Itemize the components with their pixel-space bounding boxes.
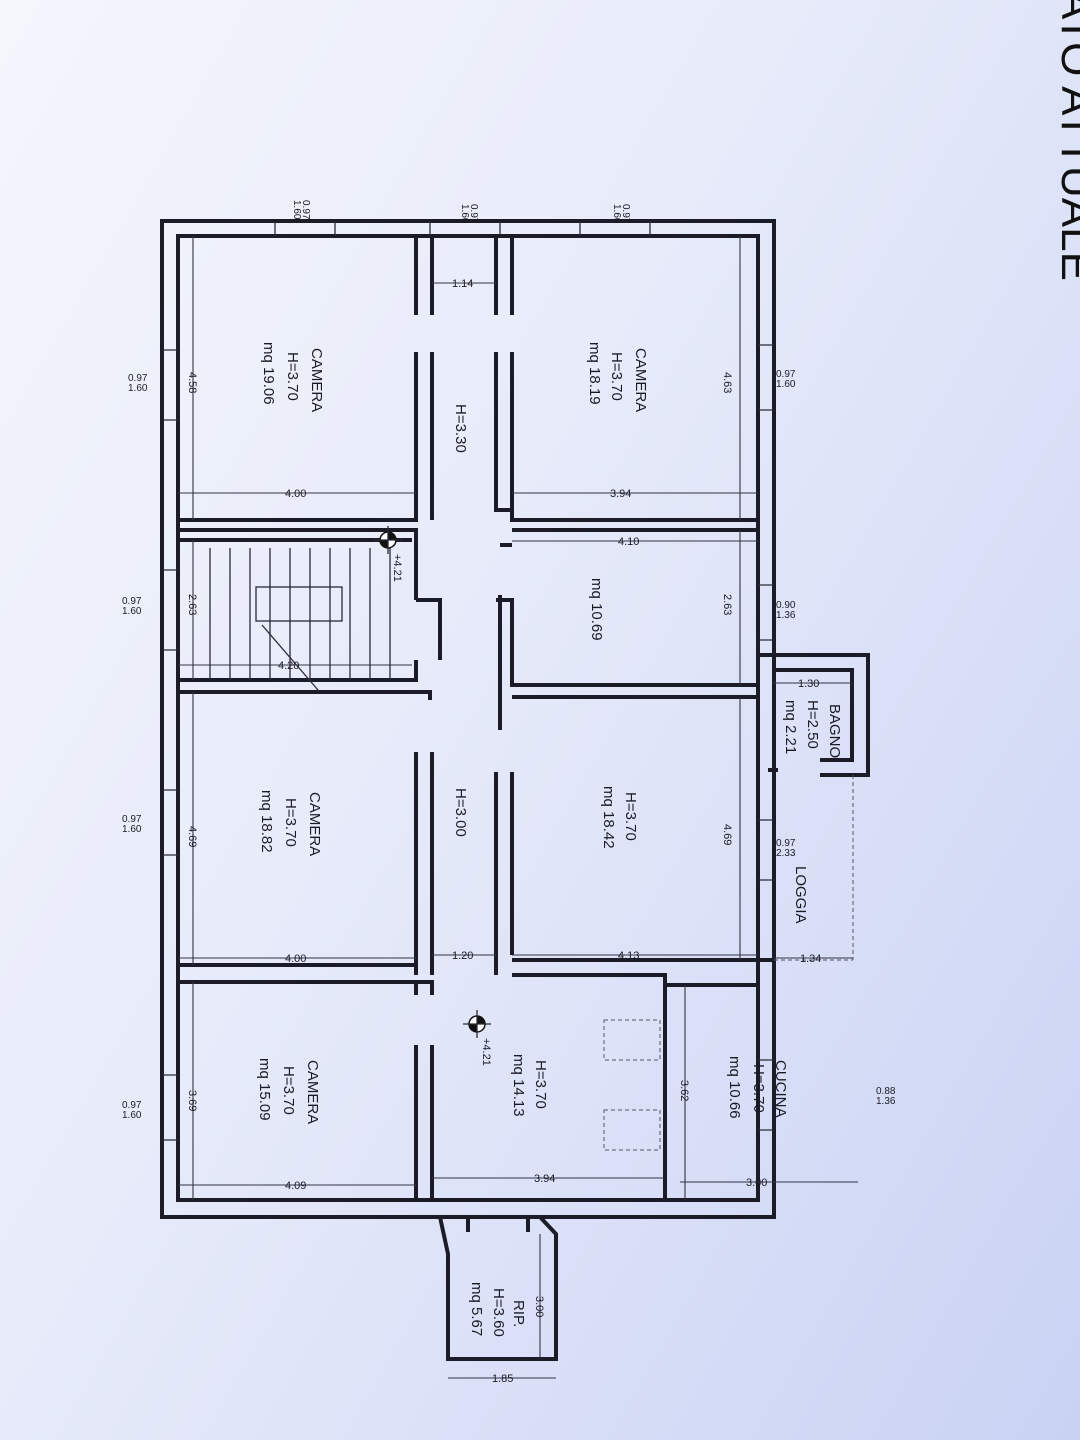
dimension-label: 1.20 bbox=[452, 950, 473, 962]
room-label: 3.00 RIP. H=3.60 mq 5.67 bbox=[468, 1282, 545, 1337]
window-width: 0.97 bbox=[776, 838, 796, 849]
dimension-label: 1.34 bbox=[800, 953, 821, 965]
level-mark: +4.21 bbox=[480, 1038, 492, 1066]
room-area: mq 18.19 bbox=[586, 342, 603, 405]
room-name: CAMERA bbox=[632, 348, 649, 412]
window-height: 1.60 bbox=[122, 1110, 142, 1121]
room-area: mq 18.82 bbox=[258, 790, 275, 853]
room-label: H=3.70 mq 14.13 bbox=[510, 1054, 549, 1117]
room-area: mq 18.42 bbox=[600, 786, 617, 849]
dimension-label: 4.10 bbox=[618, 536, 639, 548]
room-label: CAMERA H=3.70 mq 18.19 bbox=[586, 342, 649, 412]
room-height: H=2.50 bbox=[804, 700, 821, 749]
room-name: LOGGIA bbox=[792, 866, 809, 924]
room-height: H=3.70 bbox=[750, 1064, 767, 1113]
room-depth: 3.00 bbox=[533, 1296, 545, 1317]
dimension-label: 4.20 bbox=[278, 660, 299, 672]
window-width: 0.88 bbox=[876, 1086, 896, 1097]
dimension-label: 2.63 bbox=[186, 594, 198, 615]
window-labels: 0.97 1.60 0.97 1.60 0.97 1.60 0.97 1.60 … bbox=[122, 200, 896, 1121]
room-label: CAMERA H=3.70 mq 15.09 bbox=[256, 1058, 321, 1124]
dimension-lines bbox=[178, 236, 858, 1379]
window-width: 0.97 bbox=[122, 596, 142, 607]
dimension-label: 4.69 bbox=[721, 824, 733, 845]
room-area: mq 15.09 bbox=[256, 1058, 273, 1121]
window-height: 1.60 bbox=[459, 204, 470, 224]
window-width: 0.97 bbox=[122, 814, 142, 825]
room-label: H=3.70 mq 18.42 bbox=[600, 786, 639, 849]
corridor-height: H=3.00 bbox=[452, 788, 469, 837]
window-height: 1.60 bbox=[128, 383, 148, 394]
window-width: 0.97 bbox=[122, 1100, 142, 1111]
window-width: 0.97 bbox=[776, 369, 796, 380]
room-label: BAGNO H=2.50 mq 2.21 bbox=[782, 700, 843, 758]
room-height: H=3.70 bbox=[622, 792, 639, 841]
window-height: 1.36 bbox=[876, 1096, 896, 1107]
window-height: 1.60 bbox=[776, 379, 796, 390]
room-area: mq 19.06 bbox=[260, 342, 277, 405]
dimension-label: 1.85 bbox=[492, 1373, 513, 1385]
dimension-label: 4.00 bbox=[285, 953, 306, 965]
window-width: 0.90 bbox=[776, 600, 796, 611]
dimension-label: 4.00 bbox=[285, 488, 306, 500]
window-width: 0.97 bbox=[128, 373, 148, 384]
room-name: CAMERA bbox=[306, 792, 323, 856]
dimension-label: 3.94 bbox=[534, 1173, 555, 1185]
level-marker bbox=[463, 1010, 491, 1038]
dimension-label: 3.62 bbox=[678, 1080, 690, 1101]
room-height: H=3.70 bbox=[532, 1060, 549, 1109]
window-openings bbox=[162, 221, 774, 1141]
level-marker bbox=[374, 526, 402, 554]
room-name: CAMERA bbox=[308, 348, 325, 412]
dimension-label: 4.58 bbox=[186, 372, 198, 393]
room-label: mq 10.69 bbox=[588, 578, 605, 641]
plan-title: ATO ATTUALE bbox=[1052, 0, 1080, 281]
dimension-label: 4.13 bbox=[618, 950, 639, 962]
dimension-label: 1.30 bbox=[798, 678, 819, 690]
window-height: 1.60 bbox=[611, 204, 622, 224]
room-area: mq 2.21 bbox=[782, 700, 799, 754]
room-height: H=3.70 bbox=[280, 1066, 297, 1115]
dimension-label: 2.63 bbox=[721, 594, 733, 615]
room-height: H=3.70 bbox=[282, 798, 299, 847]
window-height: 1.60 bbox=[122, 606, 142, 617]
dimension-label: 3.69 bbox=[186, 1090, 198, 1111]
corridor-height: H=3.30 bbox=[452, 404, 469, 453]
room-area: mq 10.66 bbox=[726, 1056, 743, 1119]
room-name: BAGNO bbox=[826, 704, 843, 758]
dimension-label: 4.63 bbox=[721, 372, 733, 393]
walls bbox=[160, 219, 870, 1361]
room-name: RIP. bbox=[510, 1300, 527, 1327]
room-height: H=3.70 bbox=[608, 352, 625, 401]
room-name: CAMERA bbox=[304, 1060, 321, 1124]
dimension-labels: 1.14 4.58 4.00 4.63 3.94 4.10 2.63 2.63 … bbox=[186, 278, 821, 1385]
dimension-label: 3.00 bbox=[746, 1177, 767, 1189]
room-label: CAMERA H=3.70 mq 18.82 bbox=[258, 790, 323, 856]
dimension-label: 4.09 bbox=[285, 1180, 306, 1192]
room-height: H=3.60 bbox=[490, 1288, 507, 1337]
room-height: H=3.70 bbox=[284, 352, 301, 401]
room-area: mq 5.67 bbox=[468, 1282, 485, 1336]
room-name: CUCINA bbox=[772, 1060, 789, 1118]
dimension-label: 4.69 bbox=[186, 826, 198, 847]
room-label: CAMERA H=3.70 mq 19.06 bbox=[260, 342, 325, 412]
room-area: mq 14.13 bbox=[510, 1054, 527, 1117]
room-area: mq 10.69 bbox=[588, 578, 605, 641]
window-height: 2.33 bbox=[776, 848, 796, 859]
window-height: 1.60 bbox=[291, 200, 302, 220]
dimension-label: 3.94 bbox=[610, 488, 631, 500]
window-width: 0.97 bbox=[620, 204, 631, 224]
dimension-label: 1.14 bbox=[452, 278, 473, 290]
window-height: 1.60 bbox=[122, 824, 142, 835]
window-height: 1.36 bbox=[776, 610, 796, 621]
window-width: 0.97 bbox=[468, 204, 479, 224]
room-label: LOGGIA bbox=[792, 866, 809, 924]
level-mark: +4.21 bbox=[391, 554, 403, 582]
room-label: CUCINA H=3.70 mq 10.66 bbox=[726, 1056, 789, 1119]
window-width: 0.97 bbox=[300, 200, 311, 220]
